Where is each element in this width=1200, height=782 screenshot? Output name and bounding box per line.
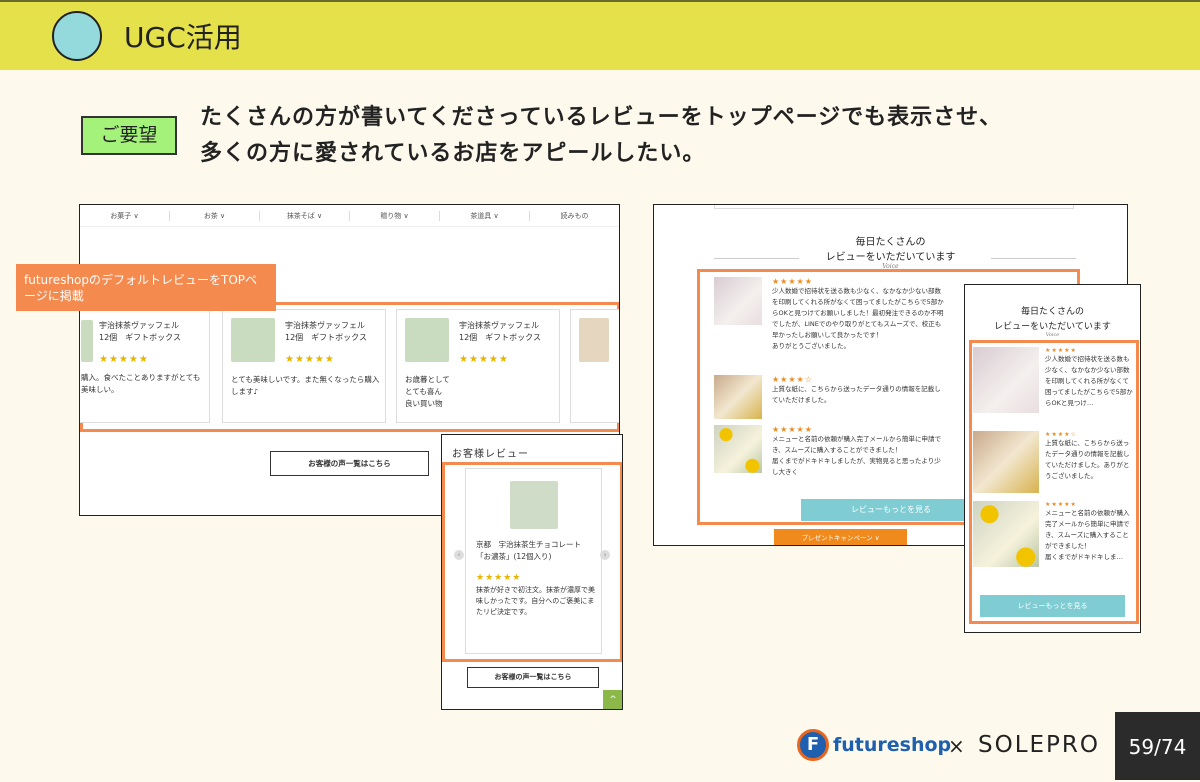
section-heading: お客様レビュー [452,449,529,460]
rating-stars: ★★★★★ [1045,501,1077,508]
review-text: 上質な紙に、こちらから送ったデータ通りの情報を記載していただけました。 [772,385,941,404]
category-nav: お菓子 ∨ お茶 ∨ 抹茶そば ∨ 贈り物 ∨ 茶道具 ∨ 読みもの [80,205,619,227]
mobile-screenshot-custom-review: 毎日たくさんの レビューをいただいています Voice ★★★★★ 少人数婚で招… [964,284,1141,633]
nav-item[interactable]: 抹茶そば ∨ [260,210,350,221]
customer-reviews-list-button[interactable]: お客様の声一覧はこちら [467,667,599,688]
review-photo [714,277,762,325]
review-photo [714,425,762,473]
rating-stars: ★★★★★ [285,354,335,365]
rating-stars: ★★★★★ [1045,347,1077,354]
callout-label: futureshopのデフォルトレビューをTOPページに掲載 [16,264,276,311]
review-text: メニューと名前の依頼が購入完了メールから簡単に申請でき、スムーズに購入することが… [772,435,941,476]
script-label: Voice [882,263,899,270]
nav-item[interactable]: 贈り物 ∨ [350,210,440,221]
rating-stars: ★★★★★ [459,354,509,365]
nav-item[interactable]: お菓子 ∨ [80,210,170,221]
rating-stars: ★★★★★ [99,354,149,365]
rating-stars: ★★★★☆ [772,375,813,384]
review-item: ★★★★★ 少人数婚で招待状を送る数も少なく、なかなか少ない部数を印刷してくれる… [1045,347,1135,409]
header-circle-icon [52,11,102,61]
rating-stars: ★★★★☆ [1045,431,1077,438]
review-card[interactable] [570,309,619,423]
review-item: ★★★★★ メニューと名前の依頼が購入完了メールから簡単に申請でき、スムーズに購… [1045,501,1135,563]
back-to-top-button[interactable]: ^ [603,690,622,709]
review-list-highlight [969,340,1139,624]
review-text: 少人数婚で招待状を送る数も少なく、なかなか少ない部数を印刷してくれる所がなくて困… [1045,355,1133,407]
review-text: 少人数婚で招待状を送る数も少なく、なかなか少ない部数を印刷してくれる所がなくて困… [772,287,944,350]
review-text: 抹茶が好きで初注文。抹茶が濃厚で美味しかったです。自分へのご褒美にまたリピ決定で… [476,586,595,616]
mobile-screenshot-default-review: お客様レビュー 京都 宇治抹茶生チョコレート 「お濃茶」(12個入り) ★★★★… [441,434,623,710]
request-badge: ご要望 [81,116,177,155]
solepro-brand: SOLEPRO [978,732,1101,758]
request-text: たくさんの方が書いてくださっているレビューをトップページでも表示させ、 多くの方… [200,100,1002,172]
review-item: ★★★★★ 少人数婚で招待状を送る数も少なく、なかなか少ない部数を印刷してくれる… [772,277,944,352]
rating-stars: ★★★★★ [772,425,813,434]
carousel-prev-icon[interactable]: ‹ [454,550,464,560]
review-photo [973,347,1039,413]
review-carousel-highlight [442,462,622,662]
review-item: ★★★★☆ 上質な紙に、こちらから送ったデータ通りの情報を記載していただけました… [1045,431,1135,482]
product-name: 京都 宇治抹茶生チョコレート 「お濃茶」(12個入り) [476,540,581,561]
slide-header [0,0,1200,70]
divider [991,258,1076,259]
review-card[interactable]: 京都 宇治抹茶生チョコレート 「お濃茶」(12個入り) ★★★★★ 抹茶が好きで… [465,468,602,654]
script-label: Voice [1045,332,1060,338]
review-text: とても美味しいです。また無くなったら購入します♪ [231,375,380,396]
section-heading: 毎日たくさんの レビューをいただいています [994,307,1111,332]
review-text: お歳暮として とても喜ん 良い買い物 [405,375,450,408]
product-name: 宇治抹茶ヴァッフェル 12個 ギフトボックス [285,321,367,342]
rating-stars: ★★★★★ [476,573,522,583]
slide-title: UGC活用 [124,21,242,54]
review-card[interactable]: 宇治抹茶ヴァッフェル 12個 ギフトボックス ★★★★★ お歳暮として とても喜… [396,309,560,423]
carousel-next-icon[interactable]: › [600,550,610,560]
review-photo [714,375,762,419]
futureshop-brand: futureshop [833,734,952,756]
review-photo [973,501,1039,567]
nav-item[interactable]: お茶 ∨ [170,210,260,221]
request-line-2: 多くの方に愛されているお店をアピールしたい。 [200,141,706,166]
request-line-1: たくさんの方が書いてくださっているレビューをトップページでも表示させ、 [200,105,1003,130]
review-photo [973,431,1039,493]
nav-item[interactable]: 読みもの [560,211,589,220]
divider [714,258,799,259]
more-reviews-button[interactable]: レビューもっとを見る [980,595,1125,617]
futureshop-logo-icon: F [797,729,829,761]
more-reviews-button[interactable]: レビューもっとを見る [801,499,981,521]
review-text: メニューと名前の依頼が購入完了メールから簡単に申請でき、スムーズに購入することが… [1045,509,1130,561]
product-name: 宇治抹茶ヴァッフェル 12個 ギフトボックス [459,321,541,342]
review-text: 上質な紙に、こちらから送ったデータ通りの情報を記載していただけました。ありがとう… [1045,439,1130,480]
review-text: 購入。食べたことありますがとても美味しい。 [81,373,201,394]
section-heading: 毎日たくさんの レビューをいただいています [825,237,956,263]
review-item: ★★★★★ メニューと名前の依頼が購入完了メールから簡単に申請でき、スムーズに購… [772,425,944,478]
product-name: 宇治抹茶ヴァッフェル 12個 ギフトボックス [99,321,181,342]
customer-reviews-list-button[interactable]: お客様の声一覧はこちら [270,451,429,476]
page-number: 59/74 [1115,712,1200,780]
nav-item[interactable]: 茶道具 ∨ [440,210,530,221]
rating-stars: ★★★★★ [772,277,813,286]
review-card[interactable]: 宇治抹茶ヴァッフェル 12個 ギフトボックス ★★★★★ とても美味しいです。ま… [222,309,386,423]
cross-symbol: × [948,734,965,758]
present-campaign-button[interactable]: プレゼントキャンペーン ∨ [774,529,907,545]
review-card[interactable]: 宇治抹茶ヴァッフェル 12個 ギフトボックス ★★★★★ 購入。食べたことありま… [80,309,210,423]
review-item: ★★★★☆ 上質な紙に、こちらから送ったデータ通りの情報を記載していただけました… [772,375,944,406]
